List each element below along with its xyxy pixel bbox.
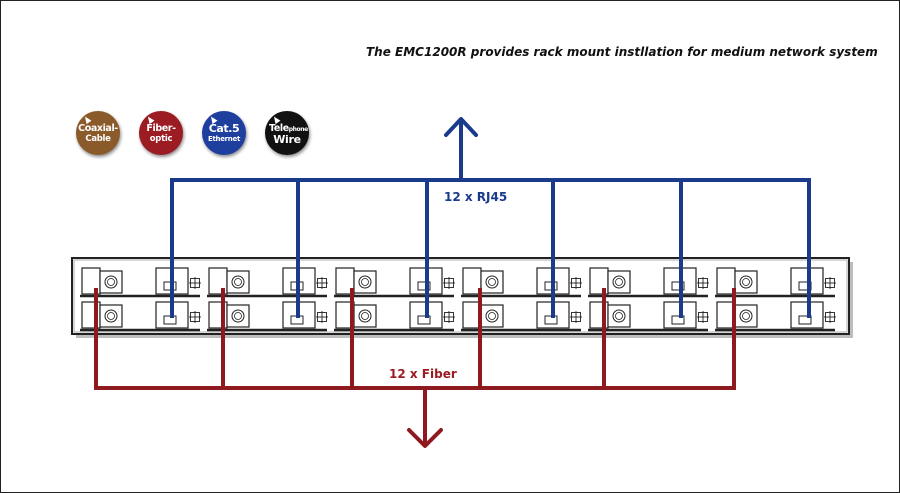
chassis-inner-edge [73, 259, 848, 333]
down-arrow-icon [407, 428, 443, 448]
badge-line2: Ethernet [208, 135, 240, 143]
fiber-label: 12 x Fiber [389, 367, 457, 381]
coaxial-cable-badge: Coaxial- Cable [76, 111, 120, 155]
badge-line2: Cable [85, 134, 111, 144]
rj45-port-latch [671, 315, 685, 325]
telephone-wire-badge: Telephone Wire [265, 111, 309, 155]
fiber-port-core [615, 312, 623, 320]
fiber-port-core [742, 278, 750, 286]
badge-line1: Coaxial- [78, 123, 118, 134]
badge-line1: Cat.5 [208, 122, 240, 135]
rj45-port-latch [798, 315, 812, 325]
fiber-port-core [234, 278, 242, 286]
fiber-port-core [361, 312, 369, 320]
rj45-port-latch [671, 281, 685, 291]
cat5-ethernet-badge: Cat.5 Ethernet [202, 111, 246, 155]
rj45-port-latch [417, 281, 431, 291]
fiber-port-core [742, 312, 750, 320]
fiber-port-core [107, 278, 115, 286]
fiber-port-core [615, 278, 623, 286]
badge-line1: Fiber- [146, 123, 176, 134]
fiber-port-core [107, 312, 115, 320]
caption: The EMC1200R provides rack mount instlla… [366, 45, 878, 59]
badge-line2: optic [149, 134, 173, 144]
badge-line1: Telephone [269, 123, 308, 134]
fiber-port-core [234, 312, 242, 320]
fiber-port-core [361, 278, 369, 286]
rj45-port-latch [417, 315, 431, 325]
up-arrow-icon [444, 117, 478, 137]
fiber-optic-badge: Fiber- optic [139, 111, 183, 155]
badge-line2: Wire [273, 133, 301, 146]
fiber-port-core [488, 312, 496, 320]
fiber-port-core [488, 278, 496, 286]
rj45-label: 12 x RJ45 [444, 190, 508, 204]
